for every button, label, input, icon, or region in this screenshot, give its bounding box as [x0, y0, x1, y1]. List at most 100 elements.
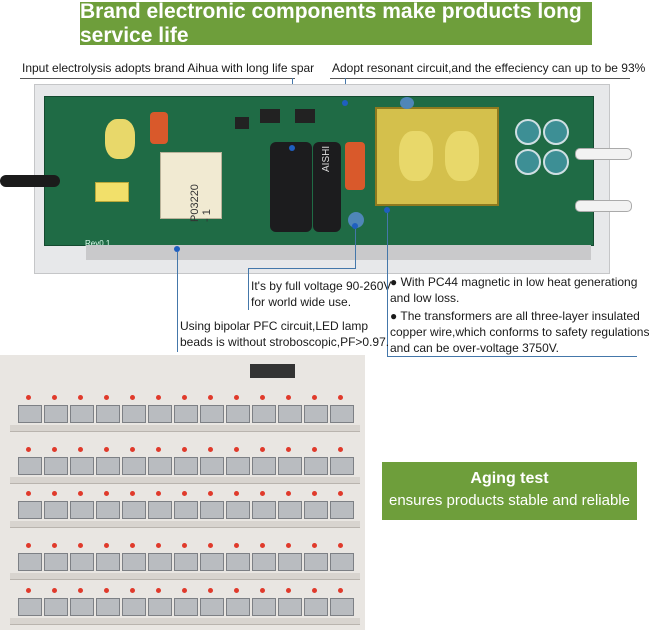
rack-indicator-led [130, 447, 135, 452]
aging-test-box: Aging test ensures products stable and r… [382, 462, 637, 520]
rack-indicator-led [338, 395, 343, 400]
transformers-note-line1: ● The transformers are all three-layer i… [390, 309, 640, 323]
rack-indicator-led [312, 447, 317, 452]
output-capacitor-3 [515, 149, 541, 175]
transformer-coil-right [445, 131, 479, 181]
rack-indicator-led [312, 395, 317, 400]
rack-indicator-led [78, 588, 83, 593]
rack-driver-unit [200, 405, 224, 423]
pc44-pointer-line [387, 213, 388, 356]
pc44-underline [387, 356, 637, 357]
rack-driver-unit [200, 553, 224, 571]
transformers-note-line2: copper wire,which conforms to safety reg… [390, 325, 649, 339]
rack-driver-unit [122, 598, 146, 616]
rack-driver-unit [304, 405, 328, 423]
rack-driver-unit [174, 457, 198, 475]
rack-indicator-led [104, 588, 109, 593]
rack-indicator-led [260, 543, 265, 548]
rack-driver-unit [252, 501, 276, 519]
rack-driver-unit [226, 501, 250, 519]
rack-indicator-led [182, 491, 187, 496]
voltage-top-line [248, 268, 356, 269]
rack-indicator-led [26, 588, 31, 593]
rack-indicator-led [260, 588, 265, 593]
rack-indicator-led [208, 491, 213, 496]
x-capacitor [95, 182, 129, 202]
rack-driver-unit [304, 553, 328, 571]
rack-indicator-led [26, 543, 31, 548]
pfc-pointer-dot [174, 246, 180, 252]
rack-indicator-led [104, 447, 109, 452]
voltage-pointer-line [355, 229, 356, 269]
rack-indicator-led [130, 543, 135, 548]
electrolysis-underline [20, 78, 295, 79]
rack-driver-unit [278, 501, 302, 519]
rack-indicator-led [130, 395, 135, 400]
rack-driver-unit [18, 405, 42, 423]
input-cable [0, 175, 60, 187]
output-capacitor-2 [543, 119, 569, 145]
blue-capacitor [400, 97, 414, 109]
rack-driver-unit [70, 405, 94, 423]
mosfet-1 [260, 109, 280, 123]
voltage-note-line2: for world wide use. [251, 295, 352, 309]
rack-driver-unit [148, 457, 172, 475]
rack-indicator-led [156, 491, 161, 496]
rack-indicator-led [52, 491, 57, 496]
rack-indicator-led [156, 447, 161, 452]
rack-driver-unit [304, 598, 328, 616]
rack-shelf [10, 521, 360, 528]
transformer-coil-left [399, 131, 433, 181]
rack-indicator-led [338, 588, 343, 593]
rack-indicator-led [52, 543, 57, 548]
rack-driver-unit [70, 457, 94, 475]
rack-driver-unit [304, 501, 328, 519]
rack-driver-unit [200, 457, 224, 475]
electrolytic-capacitor [270, 142, 312, 232]
heatsink-strip [86, 245, 591, 260]
rack-indicator-led [208, 447, 213, 452]
rack-driver-unit [70, 553, 94, 571]
electrolysis-note: Input electrolysis adopts brand Aihua wi… [22, 61, 315, 75]
pc44-note-line2: and low loss. [390, 291, 460, 305]
rack-indicator-led [182, 395, 187, 400]
rack-indicator-led [104, 543, 109, 548]
rack-indicator-led [338, 447, 343, 452]
rack-indicator-led [312, 491, 317, 496]
rack-indicator-led [234, 395, 239, 400]
rack-driver-unit [44, 598, 68, 616]
rack-indicator-led [260, 491, 265, 496]
aging-rack-photo [0, 355, 365, 630]
rack-driver-unit [96, 405, 120, 423]
rack-driver-unit [252, 405, 276, 423]
rack-indicator-led [234, 491, 239, 496]
rack-indicator-led [78, 543, 83, 548]
rack-indicator-led [52, 447, 57, 452]
rack-indicator-led [156, 543, 161, 548]
rack-indicator-led [182, 543, 187, 548]
pfc-note-line1: Using bipolar PFC circuit,LED lamp [180, 319, 369, 333]
rack-indicator-led [156, 395, 161, 400]
rack-indicator-led [130, 491, 135, 496]
aishi-brand-text: AISHI [321, 145, 332, 172]
rack-driver-unit [122, 553, 146, 571]
rack-control-panel [250, 364, 295, 378]
rack-driver-unit [148, 501, 172, 519]
rack-driver-unit [330, 598, 354, 616]
rack-driver-unit [278, 598, 302, 616]
rack-indicator-led [104, 395, 109, 400]
rack-indicator-led [182, 588, 187, 593]
rack-indicator-led [78, 447, 83, 452]
pc44-note-line1: ● With PC44 magnetic in low heat generat… [390, 275, 638, 289]
rack-driver-unit [174, 405, 198, 423]
rack-driver-unit [330, 501, 354, 519]
mosfet-2 [295, 109, 315, 123]
rack-indicator-led [286, 395, 291, 400]
ic-chip-1 [235, 117, 249, 129]
rack-indicator-led [286, 588, 291, 593]
film-capacitor [345, 142, 365, 190]
rack-indicator-led [52, 588, 57, 593]
rack-driver-unit [44, 501, 68, 519]
rack-driver-unit [44, 553, 68, 571]
rack-driver-unit [174, 598, 198, 616]
